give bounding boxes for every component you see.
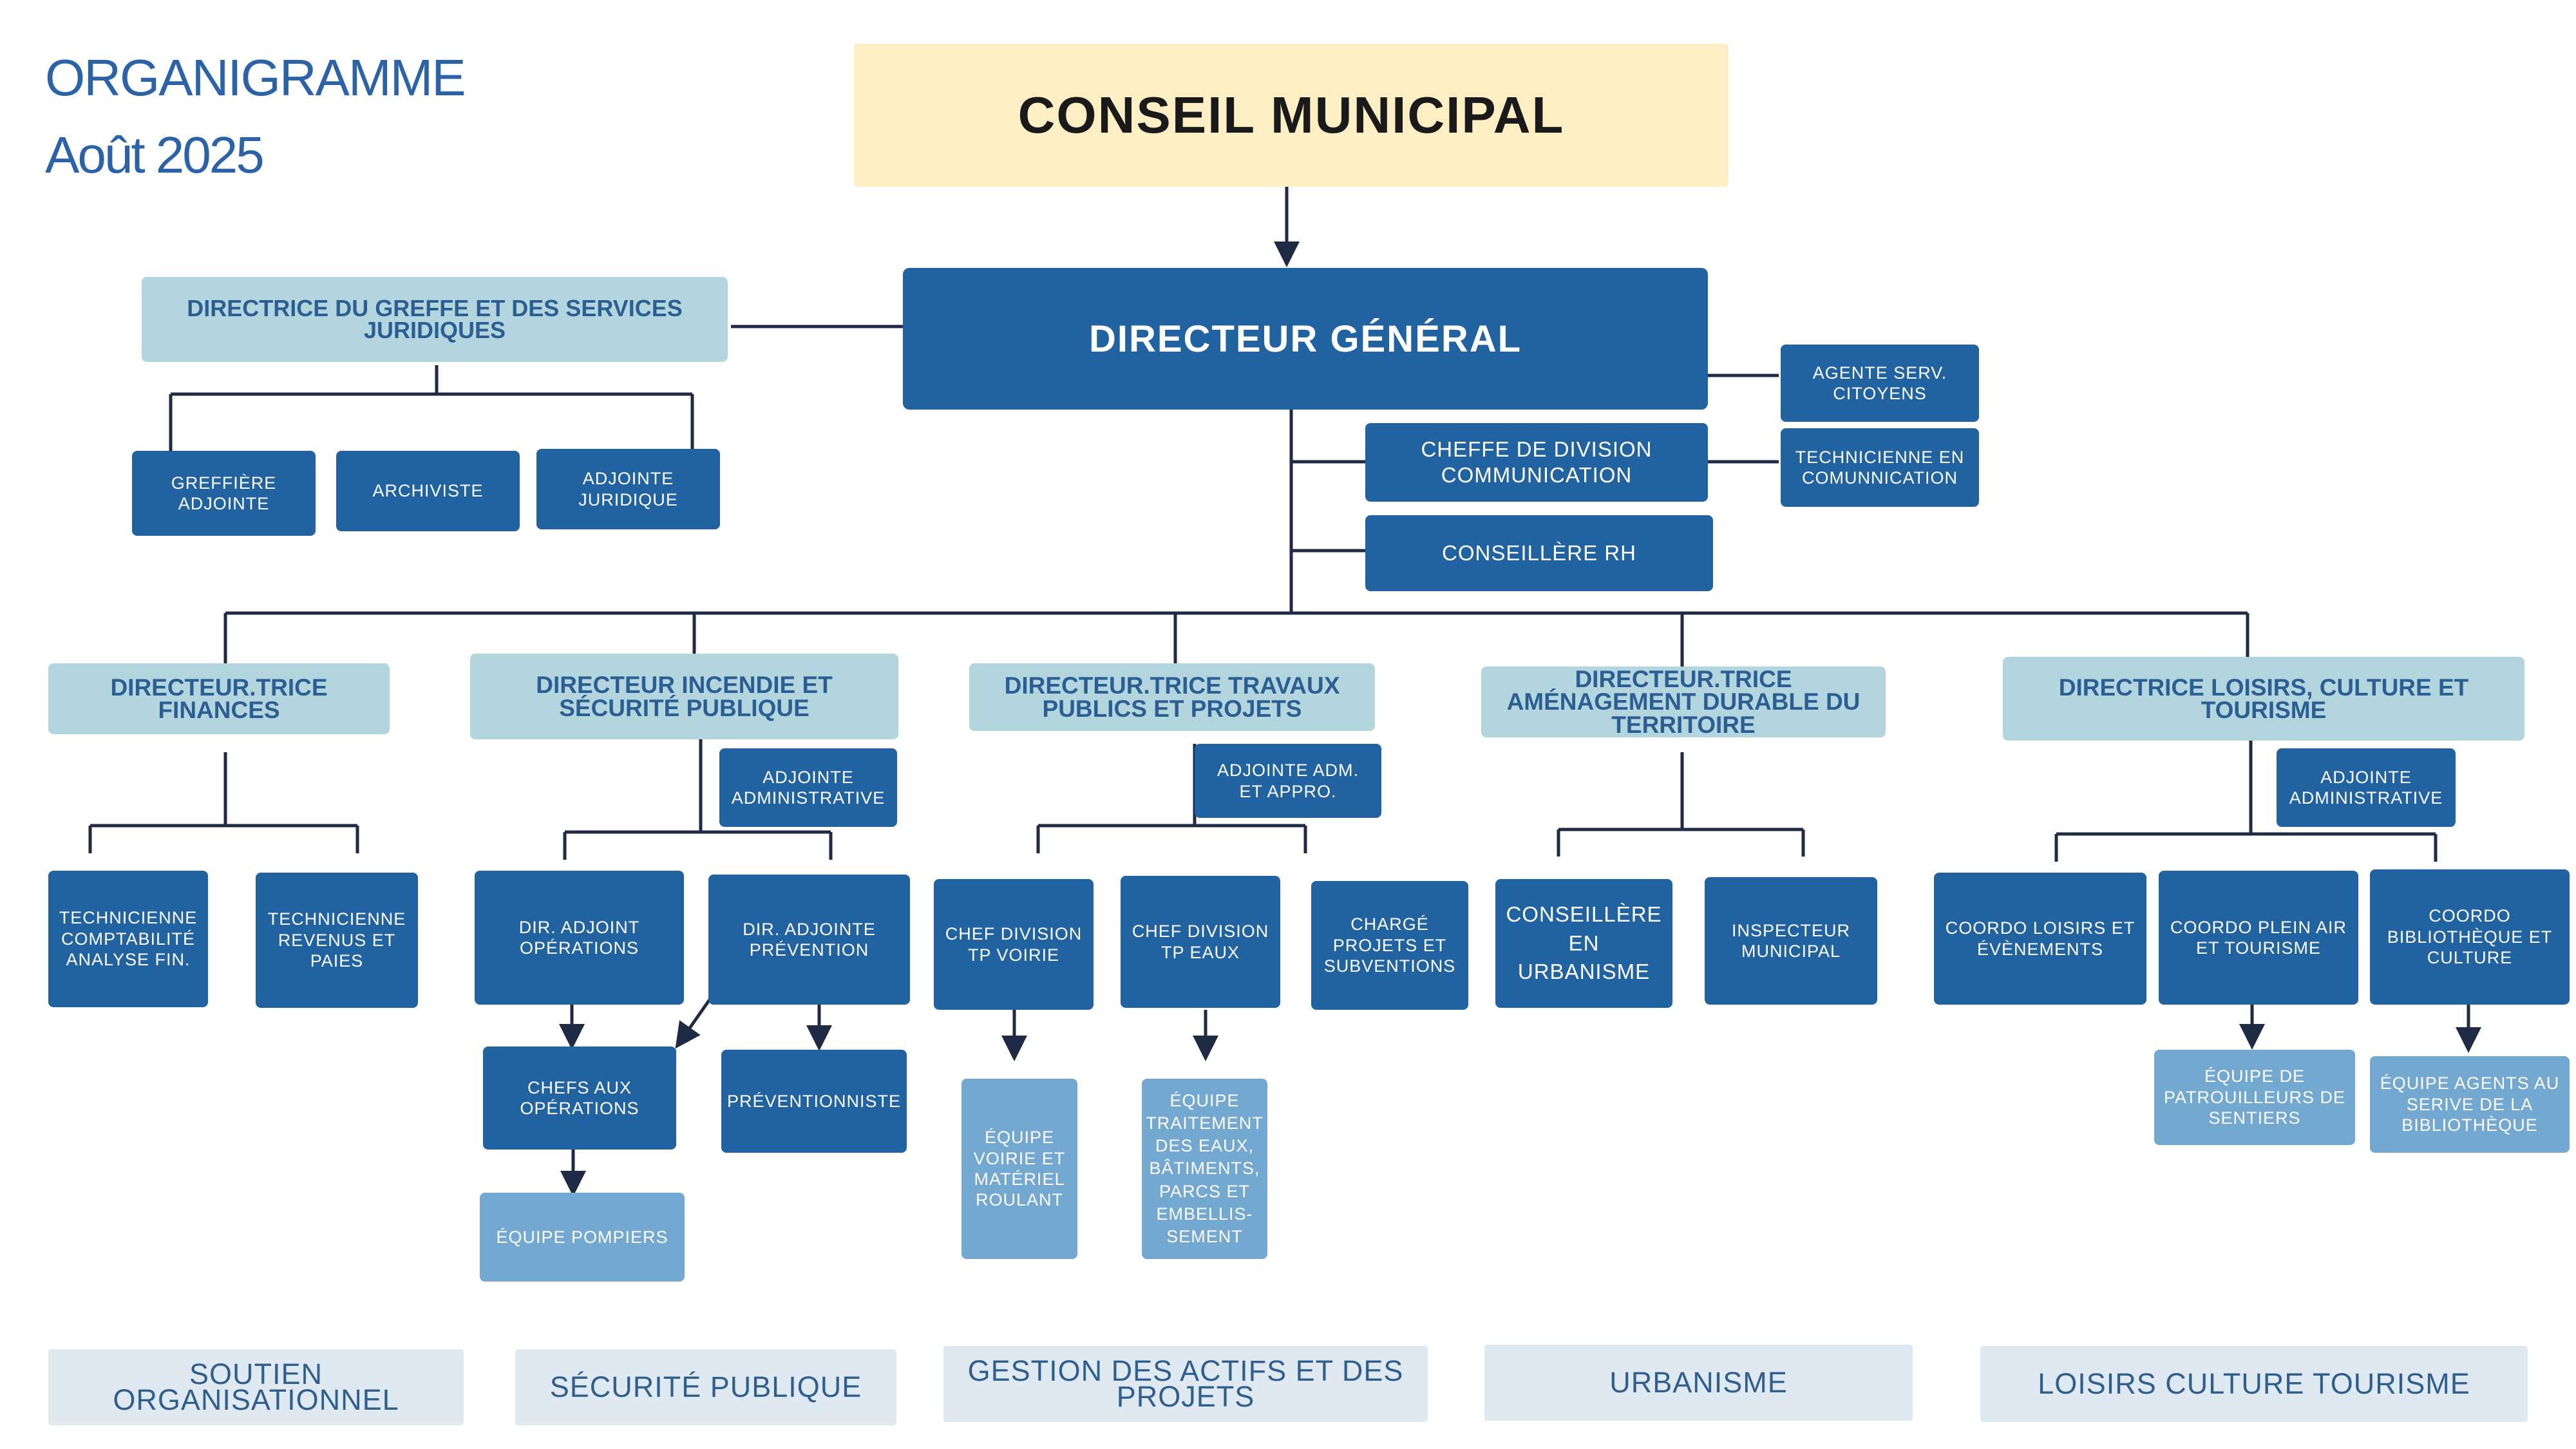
greffe-director-box: DIRECTRICE DU GREFFE ET DES SERVICES JUR… bbox=[142, 277, 728, 362]
technicienne-communication-box: TECHNICIENNE EN COMUNNICATION bbox=[1781, 428, 1979, 507]
equipe-eaux-box: ÉQUIPE TRAITEMENT DES EAUX, BÂTIMENTS, P… bbox=[1142, 1079, 1267, 1259]
band-soutien-label: SOUTIEN ORGANISATIONNEL bbox=[113, 1357, 399, 1416]
agente-citoyens-box: AGENTE SERV. CITOYENS bbox=[1781, 345, 1979, 422]
dir-adjointe-prevention-box: DIR. ADJOINTE PRÉVENTION bbox=[708, 875, 910, 1005]
finances-director-box: DIRECTEUR.TRICE FINANCES bbox=[48, 663, 390, 734]
page-date: Août 2025 bbox=[45, 126, 265, 184]
loisirs-adjointe-box: ADJOINTE ADMINISTRATIVE bbox=[2277, 748, 2456, 827]
incendie-adjointe-label: ADJOINTE ADMINISTRATIVE bbox=[731, 767, 886, 808]
charge-projets-box: CHARGÉ PROJETS ET SUBVENTIONS bbox=[1311, 881, 1468, 1010]
chef-voirie-box: CHEF DIVISION TP VOIRIE bbox=[934, 879, 1094, 1010]
travaux-adjointe-label: ADJOINTE ADM. ET APPRO. bbox=[1217, 761, 1359, 801]
coordo-bibliotheque-label: COORDO BIBLIOTHÈQUE ET CULTURE bbox=[2387, 906, 2553, 968]
chefs-operations-box: CHEFS AUX OPÉRATIONS bbox=[483, 1046, 676, 1150]
loisirs-director-box: DIRECTRICE LOISIRS, CULTURE ET TOURISME bbox=[2003, 657, 2524, 741]
conseil-municipal-box: CONSEIL MUNICIPAL bbox=[854, 44, 1728, 187]
equipe-eaux-label: ÉQUIPE TRAITEMENT DES EAUX, BÂTIMENTS, P… bbox=[1146, 1091, 1264, 1246]
technicienne-comptabilite-label: TECHNICIENNE COMPTABILITÉ ANALYSE FIN. bbox=[59, 908, 198, 970]
band-urbanisme: URBANISME bbox=[1484, 1345, 1913, 1421]
inspecteur-municipal-box: INSPECTEUR MUNICIPAL bbox=[1705, 877, 1877, 1005]
equipe-sentiers-label: ÉQUIPE DE PATROUILLEURS DE SENTIERS bbox=[2163, 1066, 2346, 1128]
coordo-evenements-label: COORDO LOISIRS ET ÉVÈNEMENTS bbox=[1945, 918, 2136, 959]
coordo-evenements-box: COORDO LOISIRS ET ÉVÈNEMENTS bbox=[1934, 873, 2146, 1005]
finances-director-label: DIRECTEUR.TRICE FINANCES bbox=[110, 674, 328, 723]
preventionniste-label: PRÉVENTIONNISTE bbox=[726, 1091, 902, 1111]
technicienne-comptabilite-box: TECHNICIENNE COMPTABILITÉ ANALYSE FIN. bbox=[48, 871, 208, 1007]
conseillere-rh-box: CONSEILLÈRE RH bbox=[1365, 515, 1713, 591]
coordo-plein-air-box: COORDO PLEIN AIR ET TOURISME bbox=[2159, 871, 2358, 1005]
incendie-adjointe-box: ADJOINTE ADMINISTRATIVE bbox=[719, 748, 897, 827]
adjointe-juridique-label: ADJOINTE JURIDIQUE bbox=[578, 469, 678, 509]
chef-voirie-label: CHEF DIVISION TP VOIRIE bbox=[945, 924, 1083, 965]
chefs-operations-label: CHEFS AUX OPÉRATIONS bbox=[520, 1077, 639, 1118]
agente-citoyens-label: AGENTE SERV. CITOYENS bbox=[1812, 363, 1947, 403]
band-loisirs-culture-tourisme: LOISIRS CULTURE TOURISME bbox=[1980, 1346, 2528, 1422]
amenagement-director-box: DIRECTEUR.TRICE AMÉNAGEMENT DURABLE DU T… bbox=[1481, 667, 1886, 737]
band-gestion-actifs: GESTION DES ACTIFS ET DES PROJETS bbox=[943, 1346, 1428, 1422]
adjointe-juridique-box: ADJOINTE JURIDIQUE bbox=[536, 449, 720, 529]
chef-eaux-box: CHEF DIVISION TP EAUX bbox=[1121, 876, 1280, 1008]
inspecteur-municipal-label: INSPECTEUR MUNICIPAL bbox=[1731, 920, 1851, 961]
dir-adjointe-prevention-label: DIR. ADJOINTE PRÉVENTION bbox=[743, 919, 876, 960]
equipe-voirie-label: ÉQUIPE VOIRIE ET MATÉRIEL ROULANT bbox=[973, 1128, 1066, 1210]
band-loisirs-label: LOISIRS CULTURE TOURISME bbox=[2038, 1367, 2470, 1400]
archiviste-label: ARCHIVISTE bbox=[372, 481, 484, 501]
greffiere-label: GREFFIÈRE ADJOINTE bbox=[171, 473, 277, 513]
coordo-bibliotheque-box: COORDO BIBLIOTHÈQUE ET CULTURE bbox=[2370, 869, 2570, 1005]
conseillere-rh-label: CONSEILLÈRE RH bbox=[1442, 541, 1636, 565]
incendie-director-box: DIRECTEUR INCENDIE ET SÉCURITÉ PUBLIQUE bbox=[470, 654, 898, 739]
cheffe-communication-box: CHEFFE DE DIVISION COMMUNICATION bbox=[1365, 423, 1708, 502]
directeur-general-box: DIRECTEUR GÉNÉRAL bbox=[903, 268, 1708, 410]
page-title: ORGANIGRAMME bbox=[45, 49, 466, 106]
travaux-director-label: DIRECTEUR.TRICE TRAVAUX PUBLICS ET PROJE… bbox=[1004, 672, 1340, 722]
band-gestion-label: GESTION DES ACTIFS ET DES PROJETS bbox=[967, 1354, 1404, 1413]
chef-eaux-label: CHEF DIVISION TP EAUX bbox=[1132, 922, 1269, 962]
greffe-director-label: DIRECTRICE DU GREFFE ET DES SERVICES JUR… bbox=[187, 294, 683, 343]
coordo-plein-air-label: COORDO PLEIN AIR ET TOURISME bbox=[2170, 917, 2347, 958]
loisirs-adjointe-label: ADJOINTE ADMINISTRATIVE bbox=[2289, 767, 2443, 808]
travaux-director-box: DIRECTEUR.TRICE TRAVAUX PUBLICS ET PROJE… bbox=[969, 663, 1375, 731]
equipe-voirie-box: ÉQUIPE VOIRIE ET MATÉRIEL ROULANT bbox=[961, 1079, 1077, 1259]
incendie-director-label: DIRECTEUR INCENDIE ET SÉCURITÉ PUBLIQUE bbox=[536, 672, 833, 721]
cheffe-communication-label: CHEFFE DE DIVISION COMMUNICATION bbox=[1421, 437, 1653, 487]
band-securite-publique: SÉCURITÉ PUBLIQUE bbox=[515, 1349, 896, 1425]
equipe-pompiers-box: ÉQUIPE POMPIERS bbox=[480, 1193, 685, 1282]
conseillere-urbanisme-box: CONSEILLÈRE EN URBANISME bbox=[1495, 879, 1672, 1008]
equipe-pompiers-label: ÉQUIPE POMPIERS bbox=[496, 1227, 668, 1247]
preventionniste-box: PRÉVENTIONNISTE bbox=[721, 1050, 907, 1153]
equipe-sentiers-box: ÉQUIPE DE PATROUILLEURS DE SENTIERS bbox=[2154, 1050, 2355, 1145]
dir-adjoint-operations-box: DIR. ADJOINT OPÉRATIONS bbox=[475, 871, 684, 1005]
archiviste-box: ARCHIVISTE bbox=[336, 451, 520, 531]
loisirs-director-label: DIRECTRICE LOISIRS, CULTURE ET TOURISME bbox=[2058, 674, 2469, 723]
charge-projets-label: CHARGÉ PROJETS ET SUBVENTIONS bbox=[1323, 914, 1456, 976]
band-securite-label: SÉCURITÉ PUBLIQUE bbox=[549, 1370, 862, 1403]
conseillere-urbanisme-label: CONSEILLÈRE EN URBANISME bbox=[1506, 902, 1662, 984]
dir-adjoint-operations-label: DIR. ADJOINT OPÉRATIONS bbox=[518, 917, 640, 958]
band-urbanisme-label: URBANISME bbox=[1609, 1365, 1788, 1399]
equipe-bibliotheque-label: ÉQUIPE AGENTS AU SERIVE DE LA BIBLIOTHÈQ… bbox=[2380, 1074, 2560, 1135]
technicienne-revenus-box: TECHNICIENNE REVENUS ET PAIES bbox=[256, 873, 418, 1008]
travaux-adjointe-box: ADJOINTE ADM. ET APPRO. bbox=[1195, 744, 1381, 818]
greffiere-box: GREFFIÈRE ADJOINTE bbox=[132, 451, 316, 536]
equipe-bibliotheque-box: ÉQUIPE AGENTS AU SERIVE DE LA BIBLIOTHÈQ… bbox=[2370, 1056, 2570, 1153]
technicienne-revenus-label: TECHNICIENNE REVENUS ET PAIES bbox=[267, 909, 406, 971]
amenagement-director-label: DIRECTEUR.TRICE AMÉNAGEMENT DURABLE DU T… bbox=[1506, 666, 1861, 738]
technicienne-communication-label: TECHNICIENNE EN COMUNNICATION bbox=[1795, 447, 1965, 488]
band-soutien-organisationnel: SOUTIEN ORGANISATIONNEL bbox=[48, 1349, 464, 1425]
